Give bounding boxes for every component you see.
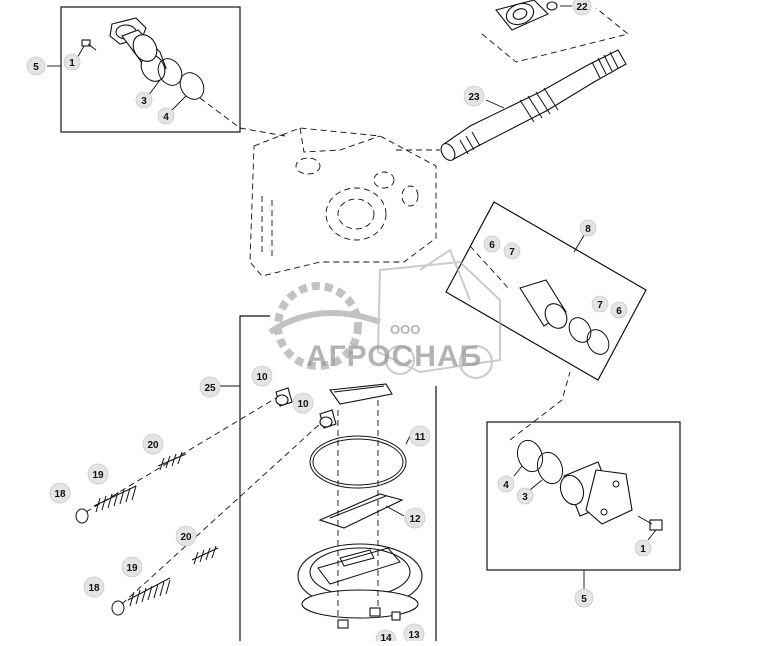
callout-18-b: 18: [83, 576, 105, 598]
callout-12: 12: [404, 507, 426, 529]
callout-10-a: 10: [251, 365, 273, 387]
svg-text:11: 11: [415, 432, 426, 443]
svg-text:5: 5: [581, 594, 587, 605]
spring-19-b: [127, 577, 171, 607]
seal-18-b: [111, 600, 125, 616]
svg-text:25: 25: [204, 383, 216, 394]
svg-text:8: 8: [585, 224, 591, 235]
bolt-13-group: [337, 607, 401, 629]
svg-text:20: 20: [147, 440, 159, 451]
svg-text:5: 5: [33, 62, 39, 73]
hydraulic-cylinder-top: [109, 17, 167, 82]
svg-text:3: 3: [141, 96, 147, 107]
o-ring-11: [309, 435, 407, 489]
valve-body-base: [297, 543, 423, 619]
svg-text:1: 1: [69, 58, 75, 69]
o-ring-4-right: [516, 439, 544, 473]
svg-text:23: 23: [468, 92, 480, 103]
o-ring-3-top: [157, 58, 183, 86]
agrosnab-watermark: [268, 248, 501, 379]
bolt-top: [81, 39, 97, 51]
svg-text:22: 22: [576, 2, 588, 13]
watermark-line-2: АГРОСНАБ: [306, 340, 482, 373]
svg-text:18: 18: [54, 489, 66, 500]
callout-1-right: 1: [634, 539, 652, 557]
callout-19-a: 19: [87, 463, 109, 485]
svg-text:7: 7: [597, 300, 603, 311]
callout-8: 8: [579, 219, 597, 237]
callout-13: 13: [403, 623, 425, 645]
svg-text:12: 12: [409, 514, 421, 525]
callout-4-top: 4: [157, 107, 175, 125]
output-shaft-23: [440, 49, 627, 161]
svg-text:1: 1: [640, 544, 646, 555]
spring-20-b: [191, 545, 219, 565]
svg-text:19: 19: [92, 470, 104, 481]
callout-25: 25: [199, 376, 221, 398]
inset-box-right: [486, 421, 681, 571]
callout-23: 23: [463, 85, 485, 107]
svg-text:10: 10: [256, 372, 268, 383]
callout-5-top: 5: [26, 56, 46, 76]
callout-5-bottom: 5: [574, 588, 594, 608]
inset-box-8: [445, 201, 647, 381]
inset-box-top-left: [60, 6, 241, 133]
callout-4-right: 4: [497, 475, 515, 493]
spring-19-a: [93, 485, 137, 513]
svg-text:6: 6: [616, 306, 622, 317]
svg-text:14: 14: [380, 633, 392, 641]
seal-18-a: [75, 508, 89, 524]
svg-text:18: 18: [88, 583, 100, 594]
svg-text:4: 4: [503, 480, 509, 491]
callout-10-b: 10: [292, 392, 314, 414]
plug-10-a: [275, 387, 293, 407]
svg-text:3: 3: [522, 492, 528, 503]
callout-20-b: 20: [175, 525, 197, 547]
callout-3-top: 3: [135, 91, 153, 109]
callout-7-b: 7: [591, 295, 609, 313]
watermark-line-1: ООО: [390, 322, 420, 337]
plug-10-b: [319, 409, 337, 429]
svg-text:20: 20: [180, 532, 192, 543]
svg-text:6: 6: [489, 240, 495, 251]
callout-6-b: 6: [610, 301, 628, 319]
callout-14: 14: [375, 629, 397, 646]
callout-1-top: 1: [63, 53, 81, 71]
transmission-housing: [249, 127, 437, 277]
gasket-plate: [329, 383, 393, 405]
callout-18-a: 18: [49, 482, 71, 504]
svg-text:4: 4: [163, 112, 169, 123]
callout-3-right: 3: [516, 487, 534, 505]
bearing-22: [495, 0, 558, 31]
o-ring-4-top: [179, 72, 205, 100]
callout-19-b: 19: [121, 556, 143, 578]
callout-11: 11: [409, 425, 431, 447]
callout-6-a: 6: [483, 235, 501, 253]
svg-text:19: 19: [126, 563, 138, 574]
hydraulic-cylinder-right: [559, 461, 633, 525]
valve-group-bracket: [239, 315, 270, 641]
separator-plate-12: [318, 493, 404, 529]
svg-text:7: 7: [509, 247, 515, 258]
callout-20-a: 20: [142, 433, 164, 455]
o-ring-3-right: [536, 451, 564, 485]
svg-text:10: 10: [297, 399, 309, 410]
callout-22: 22: [572, 0, 592, 16]
bolt-right: [637, 515, 663, 531]
svg-text:13: 13: [408, 630, 420, 641]
callout-7-a: 7: [503, 242, 521, 260]
